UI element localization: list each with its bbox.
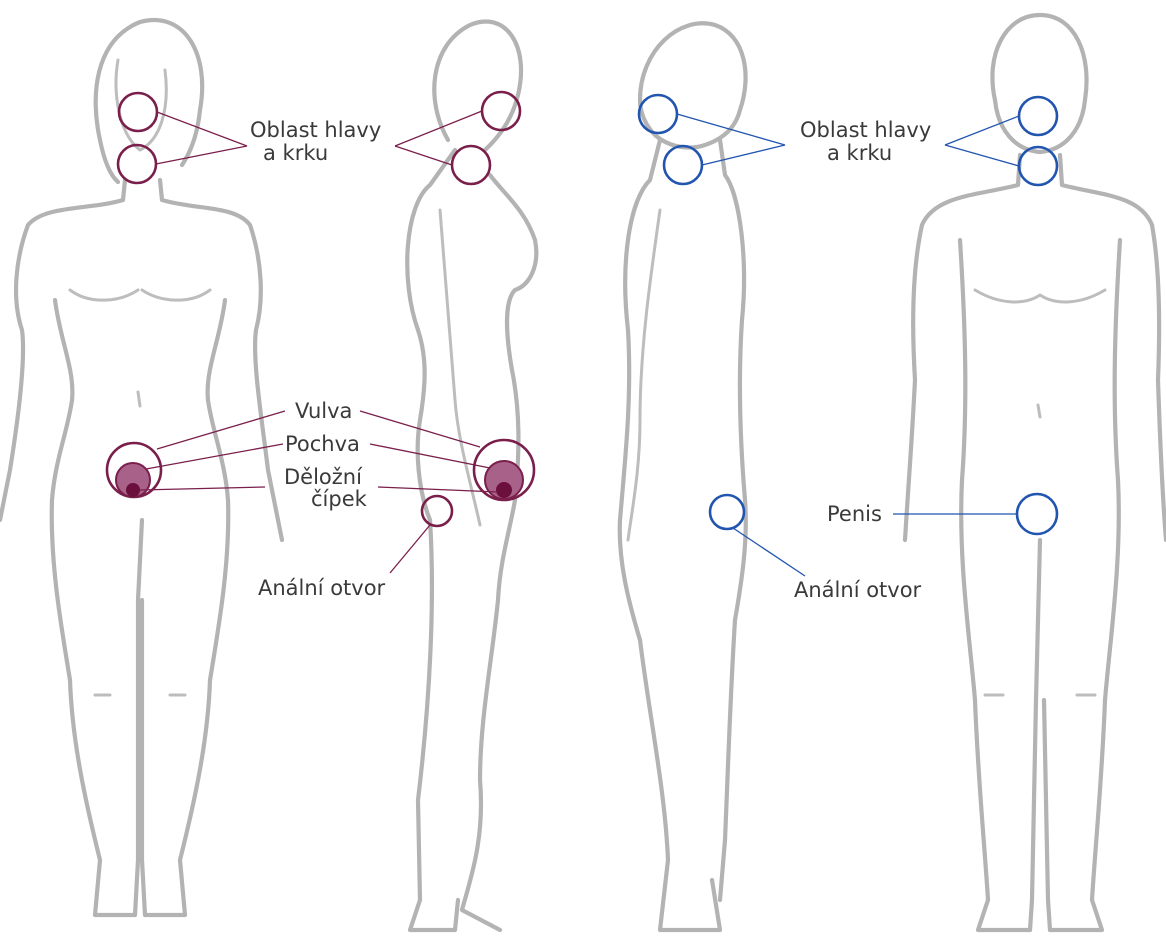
female-cervix-label-line1: Děložní	[284, 465, 363, 489]
male-side-neck-circle	[664, 146, 702, 184]
male-side-head-circle	[639, 95, 677, 133]
female-annotations: Oblast hlavy a krku Vulva Pochva Děložní…	[107, 92, 534, 600]
female-side-legs	[410, 520, 500, 930]
female-anus-label: Anální otvor	[258, 576, 386, 600]
male-front-waist	[960, 240, 1120, 700]
female-front-legs	[70, 520, 210, 915]
female-cervix-label-line2: čípek	[311, 487, 368, 511]
female-front-head-circle	[119, 93, 157, 131]
male-front-head	[992, 15, 1086, 152]
female-side-neck-circle	[452, 146, 490, 184]
female-front-face	[116, 60, 166, 150]
male-anus-label: Anální otvor	[794, 578, 922, 602]
male-side-legs	[640, 620, 735, 930]
female-head-neck-label-line1: Oblast hlavy	[250, 118, 381, 142]
female-side-hair	[434, 21, 521, 150]
female-front-navel	[138, 392, 140, 406]
male-front-penis-circle	[1017, 494, 1057, 534]
male-front-figure	[905, 15, 1166, 930]
female-side-torso	[407, 150, 536, 600]
male-side-arm	[628, 210, 660, 540]
male-annotations: Oblast hlavy a krku Anální otvor Penis	[639, 95, 1057, 602]
female-vulva-label: Vulva	[295, 399, 352, 423]
male-front-chest	[975, 290, 1105, 302]
male-front-torso	[905, 155, 1166, 540]
male-front-legs	[975, 540, 1105, 930]
female-front-cervix-dot	[126, 483, 140, 497]
female-front-bust	[70, 290, 210, 300]
female-head-neck-label-line2: a krku	[263, 141, 328, 165]
female-front-neck-circle	[118, 145, 156, 183]
female-side-cervix-dot	[496, 482, 512, 498]
female-vagina-label: Pochva	[285, 432, 360, 456]
male-side-anus-circle	[710, 495, 744, 529]
male-front-head-circle	[1019, 97, 1057, 135]
male-head-neck-label-line1: Oblast hlavy	[800, 118, 931, 142]
male-side-torso	[620, 140, 746, 640]
male-front-navel	[1038, 405, 1040, 417]
male-penis-label: Penis	[827, 502, 882, 526]
male-head-neck-label-line2: a krku	[827, 141, 892, 165]
